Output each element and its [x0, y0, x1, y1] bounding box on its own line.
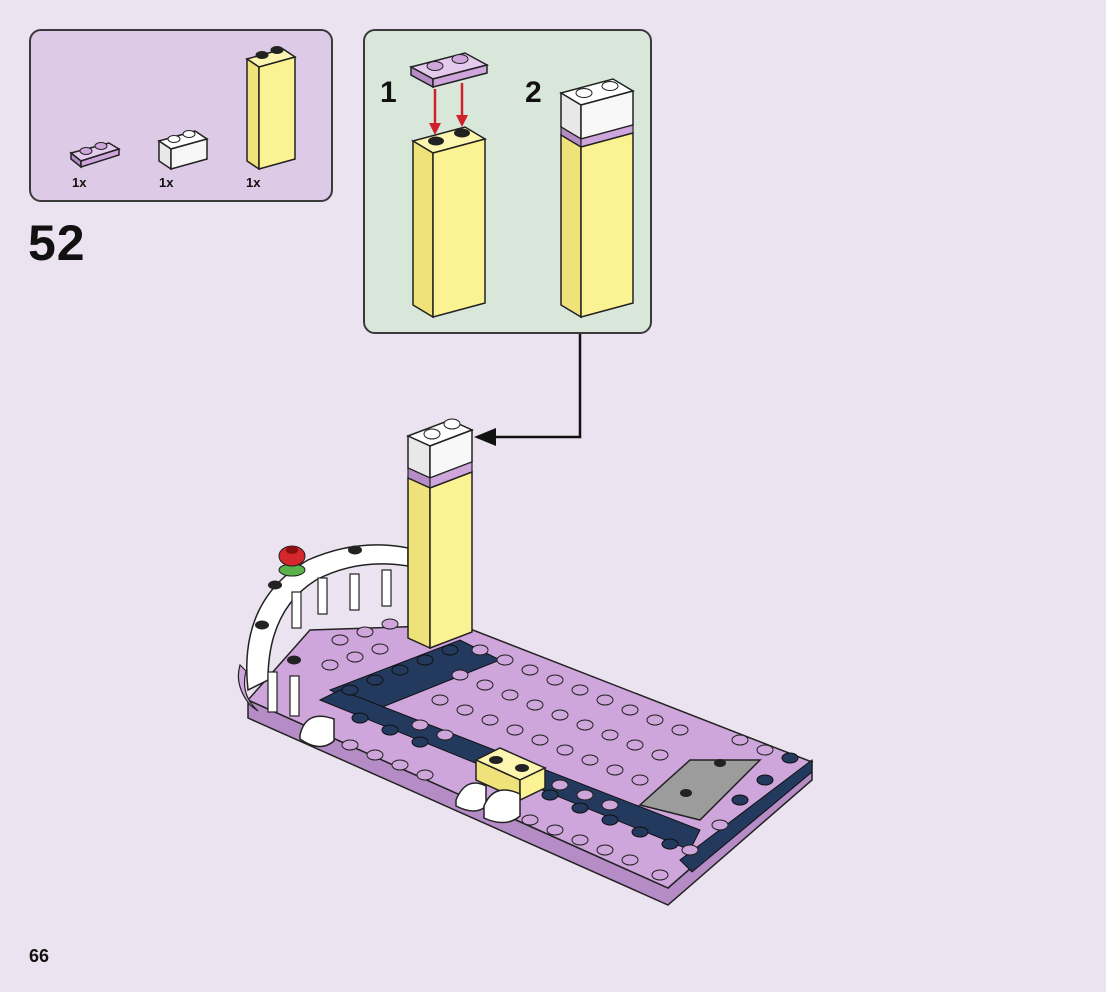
part-qty: 1x: [246, 175, 260, 190]
substep-1-yellow-brick: [413, 127, 485, 317]
base-plate-studs: [322, 619, 773, 880]
yellow-brick-part: [247, 47, 295, 170]
white-brick-part: [159, 131, 207, 170]
substep-2-brick: [561, 79, 633, 317]
part-qty: 1x: [159, 175, 173, 190]
dark-blue-studs: [342, 645, 798, 849]
step-number: 52: [28, 214, 86, 272]
parts-callout: 1x 1x 1x: [29, 29, 333, 202]
subassembly-callout: 1 2: [363, 29, 652, 334]
white-curved-fence: [238, 545, 408, 716]
part-qty: 1x: [72, 175, 86, 190]
tall-column-assembly: [408, 419, 472, 648]
substep-1-plate: [411, 53, 487, 87]
lavender-plate-part: [71, 143, 119, 168]
subassembly-illustrations: [365, 31, 654, 336]
flower-icon: [279, 546, 305, 576]
yellow-brick-on-base: [476, 748, 545, 800]
page-number: 66: [29, 946, 49, 967]
callout-connector-arrow-icon: [474, 334, 580, 446]
lavender-base-plate: [248, 625, 812, 905]
white-round-bricks: [300, 716, 520, 822]
